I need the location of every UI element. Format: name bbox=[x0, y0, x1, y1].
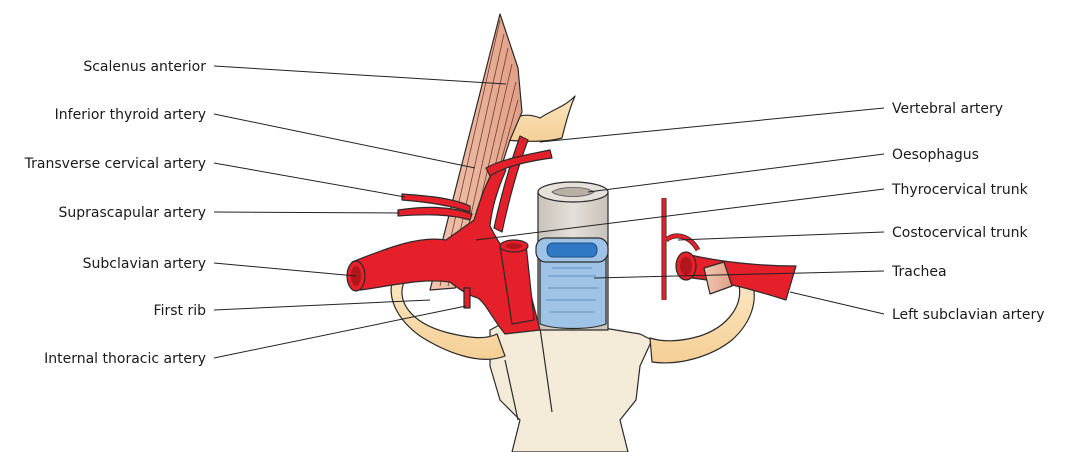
label-left-subclavian-artery: Left subclavian artery bbox=[892, 307, 1045, 323]
manubrium bbox=[490, 322, 652, 452]
labels-left: Scalenus anterior Inferior thyroid arter… bbox=[24, 59, 207, 367]
label-costocervical-trunk: Costocervical trunk bbox=[892, 225, 1029, 241]
label-thyrocervical-trunk: Thyrocervical trunk bbox=[891, 182, 1029, 198]
label-scalenus-anterior: Scalenus anterior bbox=[83, 59, 206, 75]
label-transverse-cervical-artery: Transverse cervical artery bbox=[24, 156, 206, 172]
label-oesophagus: Oesophagus bbox=[892, 147, 979, 163]
label-vertebral-artery: Vertebral artery bbox=[892, 101, 1003, 117]
trachea-structure bbox=[536, 238, 608, 329]
label-inferior-thyroid-artery: Inferior thyroid artery bbox=[55, 107, 206, 123]
label-suprascapular-artery: Suprascapular artery bbox=[59, 205, 206, 221]
label-first-rib: First rib bbox=[154, 303, 207, 319]
label-subclavian-artery: Subclavian artery bbox=[83, 256, 206, 272]
label-internal-thoracic-artery: Internal thoracic artery bbox=[44, 351, 206, 367]
left-arterial-tree bbox=[664, 198, 796, 300]
labels-right: Vertebral artery Oesophagus Thyrocervica… bbox=[891, 101, 1045, 323]
label-trachea: Trachea bbox=[891, 264, 947, 280]
